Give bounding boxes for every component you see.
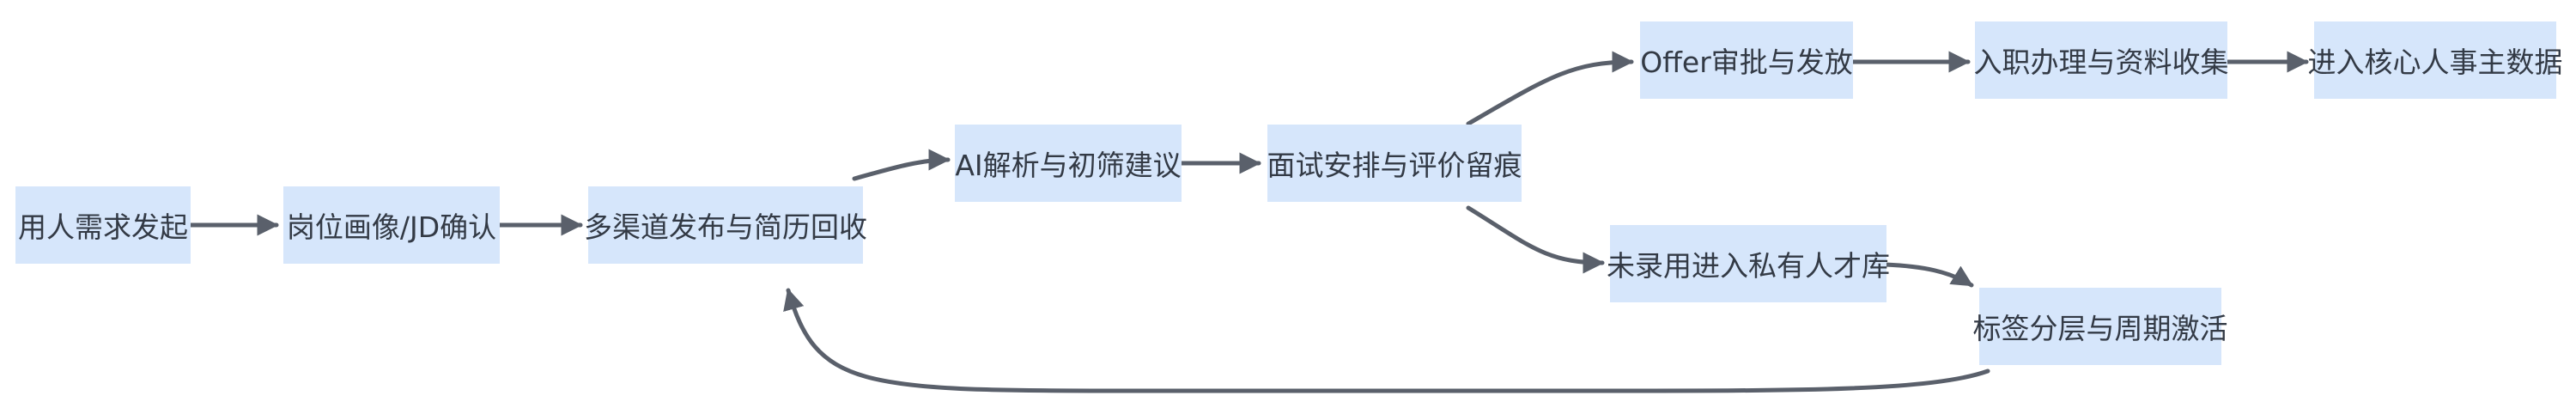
node-demand-initiation: 用人需求发起 — [15, 186, 191, 264]
node-tag-activation: 标签分层与周期激活 — [1973, 288, 2228, 365]
node-offer-approval: Offer审批与发放 — [1640, 21, 1853, 99]
node-job-profile-jd: 岗位画像/JD确认 — [283, 186, 500, 264]
node-interview-evaluation: 面试安排与评价留痕 — [1267, 125, 1522, 202]
node-multichannel-posting: 多渠道发布与简历回收 — [584, 186, 867, 264]
node-ai-screening: AI解析与初筛建议 — [955, 125, 1182, 202]
edge-n9-n10 — [1883, 262, 1974, 288]
node-core-hr-data: 进入核心人事主数据 — [2308, 21, 2563, 99]
edge-n3-n4 — [852, 149, 951, 181]
node-talent-pool: 未录用进入私有人才库 — [1607, 225, 1890, 302]
edge-n10-n3 — [783, 288, 1990, 393]
edge-n5-n6 — [1466, 51, 1634, 126]
node-onboarding: 入职办理与资料收集 — [1974, 21, 2229, 99]
edge-n5-n9 — [1466, 205, 1605, 274]
